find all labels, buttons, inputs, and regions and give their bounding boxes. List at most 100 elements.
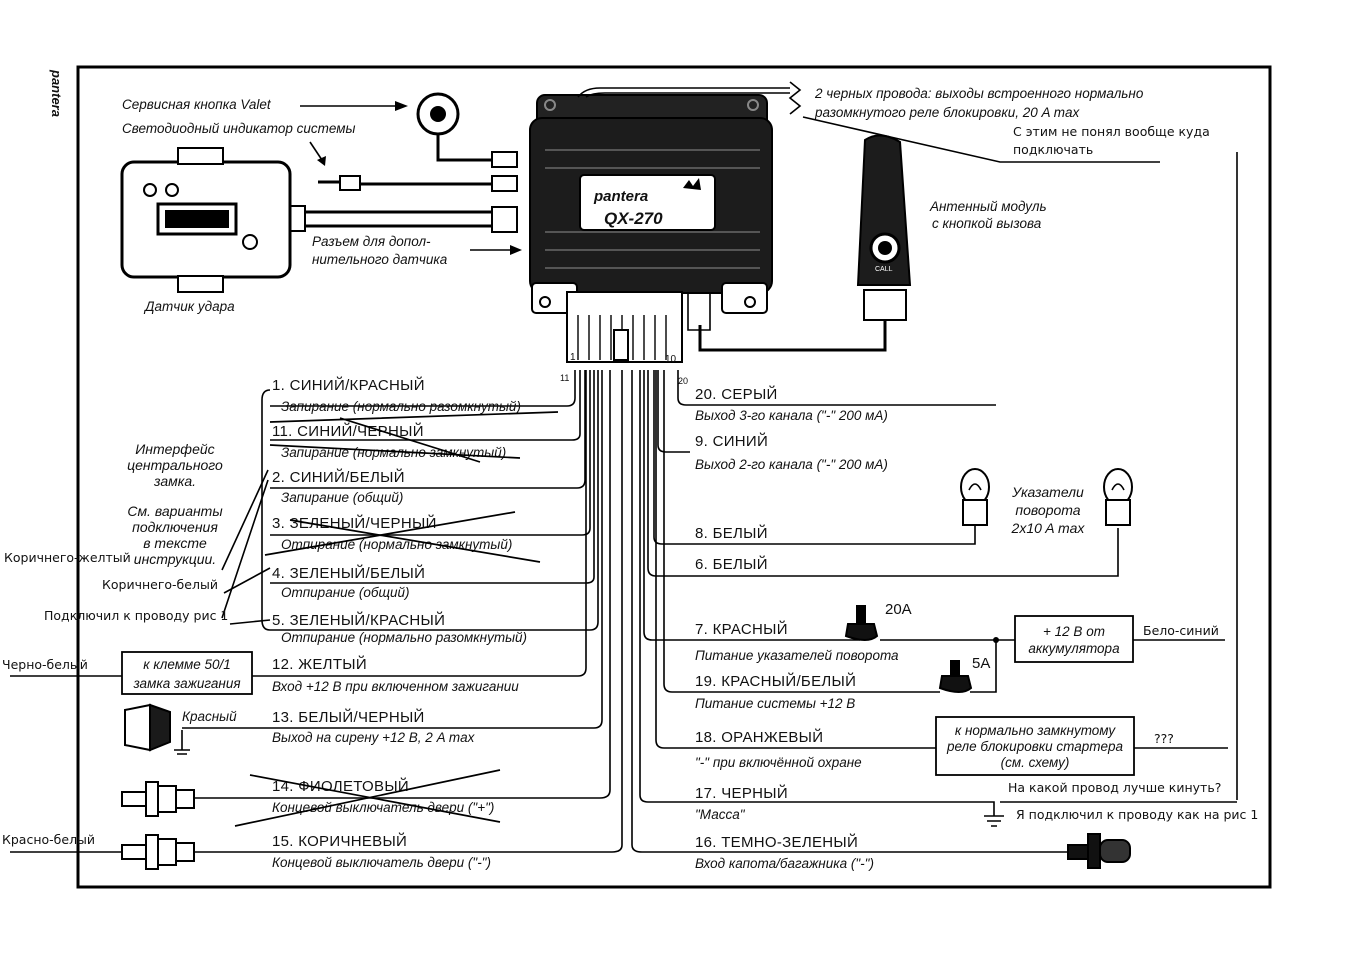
interface-label-4: См. варианты [127, 503, 223, 519]
wire-2-title: 2. СИНИЙ/БЕЛЫЙ [272, 468, 405, 486]
unit-model: QX-270 [604, 209, 663, 228]
wire-15-desc: Концевой выключатель двери ("-") [272, 855, 491, 870]
alarm-unit: pantera QX-270 [529, 81, 802, 314]
wire-7-desc: Питание указателей поворота [695, 648, 899, 663]
wire-9-title: 9. СИНИЙ [695, 432, 768, 450]
ignition-box: к клемме 50/1 замка зажигания [121, 651, 253, 695]
turn-signal-bulb-right [1103, 468, 1133, 526]
turn-signals-label-2: поворота [1015, 502, 1080, 518]
interface-label-7: инструкции. [134, 551, 216, 567]
wire-1-title: 1. СИНИЙ/КРАСНЫЙ [272, 376, 425, 394]
wire-18-title: 18. ОРАНЖЕВЫЙ [695, 728, 823, 746]
annotation-line-brown-yellow [221, 469, 269, 571]
wire-17-title: 17. ЧЕРНЫЙ [695, 784, 788, 802]
annotation-question: ??? [1154, 731, 1174, 746]
wire-18-desc: "-" при включённой охране [695, 755, 862, 770]
wire-5-desc: Отпирание (нормально разомкнутый) [281, 630, 527, 645]
wire-20-title: 20. СЕРЫЙ [695, 385, 778, 403]
battery-label-2: аккумулятора [1028, 641, 1120, 656]
wire-12-title: 12. ЖЕЛТЫЙ [272, 655, 367, 673]
ground-symbol [984, 815, 1004, 827]
antenna-call-label: CALL [875, 266, 893, 273]
strike-marks [234, 411, 559, 827]
left-wire-bus [182, 370, 623, 853]
shock-sensor [120, 147, 292, 293]
siren-color-label: Красный [182, 709, 237, 724]
wire-5-title: 5. ЗЕЛЕНЫЙ/КРАСНЫЙ [272, 611, 445, 629]
battery-label-1: + 12 В от [1043, 624, 1105, 639]
wire-15-title: 15. КОРИЧНЕВЫЙ [272, 832, 407, 850]
valet-button [416, 92, 518, 168]
unit-logo: pantera [593, 188, 648, 205]
ignition-label-1: к клемме 50/1 [143, 657, 231, 672]
extra-sensor-label-1: Разъем для допол- [312, 234, 431, 249]
starter-relay-label-2: реле блокировки стартера [946, 739, 1124, 754]
hood-switch [1067, 833, 1131, 869]
wire-14-title: 14. ФИОЛЕТОВЫЙ [272, 777, 409, 795]
wire-2-desc: Запирание (общий) [281, 490, 403, 505]
wire-1-desc: Запирание (нормально разомкнутый) [281, 399, 521, 414]
right-wire-bus [631, 370, 1119, 853]
antenna-label-1: Антенный модуль [929, 199, 1047, 214]
annotation-line-relay [802, 116, 1160, 163]
starter-relay-label-3: (см. схему) [1001, 755, 1070, 770]
wire-connector: 1 10 11 20 [560, 291, 711, 386]
pin-11-label: 11 [560, 373, 569, 383]
annotation-line-fig1 [221, 479, 271, 625]
annotation-red-white: Красно-белый [2, 832, 95, 847]
pin-20-label: 20 [678, 376, 688, 386]
annotation-connected-fig1: Подключил к проводу рис 1 [44, 608, 228, 623]
turn-signal-bulb-left [960, 468, 990, 526]
wire-3-title: 3. ЗЕЛЕНЫЙ/ЧЕРНЫЙ [272, 514, 437, 532]
starter-relay-box: к нормально замкнутому реле блокировки с… [935, 716, 1135, 776]
relay-wires-label-2: разомкнутого реле блокировки, 20 A max [814, 105, 1080, 120]
wire-19-title: 19. КРАСНЫЙ/БЕЛЫЙ [695, 672, 856, 690]
wire-6-title: 6. БЕЛЫЙ [695, 555, 768, 573]
wire-13-desc: Выход на сирену +12 В, 2 A max [272, 730, 476, 745]
interface-label-2: центрального [127, 457, 223, 473]
wire-7-title: 7. КРАСНЫЙ [695, 620, 788, 638]
turn-signals-label-1: Указатели [1011, 484, 1084, 500]
wire-16-title: 16. ТЕМНО-ЗЕЛЕНЫЙ [695, 833, 858, 851]
pin-1-label: 1 [570, 352, 576, 363]
battery-box: + 12 В от аккумулятора [1014, 615, 1134, 663]
starter-relay-label-1: к нормально замкнутому [955, 723, 1117, 738]
wire-9-desc: Выход 2-го канала ("-" 200 мА) [695, 457, 888, 472]
fuse-20a: 20A [844, 601, 912, 641]
antenna-label-2: с кнопкой вызова [932, 216, 1042, 231]
wire-14-desc: Концевой выключатель двери ("+") [272, 800, 494, 815]
unit-label-plate [579, 174, 716, 231]
annotation-brown-white: Коричнего-белый [102, 577, 218, 592]
wire-8-title: 8. БЕЛЫЙ [695, 524, 768, 542]
annotation-dont-understand-1: С этим не понял вообще куда [1013, 124, 1210, 139]
shock-sensor-label: Датчик удара [143, 299, 235, 314]
turn-signals-label-3: 2x10 A max [1011, 520, 1086, 536]
annotation-dont-understand-2: подключать [1013, 142, 1093, 157]
side-logo: pantera [49, 69, 64, 117]
annotation-connected-right: Я подключил к проводу как на рис 1 [1016, 807, 1258, 822]
annotation-which-wire: На какой провод лучше кинуть? [1008, 780, 1221, 795]
wire-20-desc: Выход 3-го канала ("-" 200 мА) [695, 408, 888, 423]
antenna-module: CALL [698, 134, 912, 352]
extra-sensor-connector [284, 205, 518, 233]
interface-label-5: подключения [132, 519, 218, 535]
wire-4-title: 4. ЗЕЛЕНЫЙ/БЕЛЫЙ [272, 564, 425, 582]
wire-17-desc: "Масса" [695, 807, 746, 822]
annotation-blue-white: Бело-синий [1143, 623, 1219, 638]
siren: Красный [124, 703, 237, 755]
wire-3-desc: Отпирание (нормально замкнутый) [281, 537, 512, 552]
fuse-5a-label: 5A [972, 655, 990, 672]
door-switch-minus [121, 834, 195, 870]
diagram-frame [76, 65, 1272, 889]
relay-wires-label-1: 2 черных провода: выходы встроенного нор… [814, 86, 1144, 101]
annotation-brown-yellow: Коричнего-желтый [4, 550, 131, 565]
led-indicator [318, 175, 518, 192]
annotation-black-white: Черно-белый [2, 657, 88, 672]
led-label: Светодиодный индикатор системы [122, 121, 356, 136]
interface-label-6: в тексте [143, 535, 207, 551]
ignition-label-2: замка зажигания [132, 676, 240, 691]
door-switch-plus [121, 781, 195, 817]
pin-10-label: 10 [665, 354, 677, 365]
wire-11-title: 11. СИНИЙ/ЧЕРНЫЙ [272, 422, 424, 440]
